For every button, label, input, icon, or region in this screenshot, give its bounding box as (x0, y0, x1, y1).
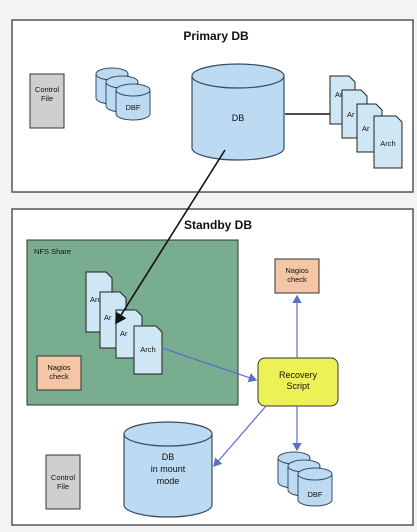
standby-arch-2: Ar (120, 329, 128, 338)
primary-arch-3: Arch (380, 139, 395, 148)
primary-db-label: DB (232, 113, 245, 123)
standby-dbf-stack: DBF (277, 451, 333, 507)
standby-dbf-label: DBF (308, 490, 323, 499)
standby-arch-1: Ar (104, 313, 112, 322)
primary-db-cylinder: DB (191, 63, 285, 161)
document-stack-icon: Arch (373, 115, 403, 169)
recovery-to-db-arrow (213, 405, 267, 467)
standby-db-panel: Standby DB NFS Share Arc Ar Ar (11, 208, 414, 526)
arch-to-recovery-arrow (161, 347, 258, 383)
primary-dbf-label: DBF (126, 103, 141, 112)
primary-dbf-stack: DBF (95, 67, 151, 121)
standby-arch-3: Arch (140, 345, 155, 354)
standby-arch-0: Arc (90, 295, 102, 304)
primary-db-title: Primary DB (183, 29, 249, 43)
primary-arch-2: Ar (362, 124, 370, 133)
nfs-share-label: NFS Share (34, 247, 71, 256)
nfs-share-box: NFS Share Arc Ar Ar Arch (26, 239, 239, 406)
standby-archive-stack: Arc Ar Ar Arch (85, 271, 163, 375)
primary-archive-stack: Arc Ar Ar Arch (329, 75, 403, 169)
cylinder-icon (297, 467, 333, 507)
primary-arch-1: Ar (347, 110, 355, 119)
document-stack-icon: Arch (133, 325, 163, 375)
primary-arch-0: Arc (335, 90, 347, 99)
cylinder-icon (115, 83, 151, 121)
log-shipping-arrow (115, 149, 226, 325)
standby-db-title: Standby DB (184, 218, 252, 232)
